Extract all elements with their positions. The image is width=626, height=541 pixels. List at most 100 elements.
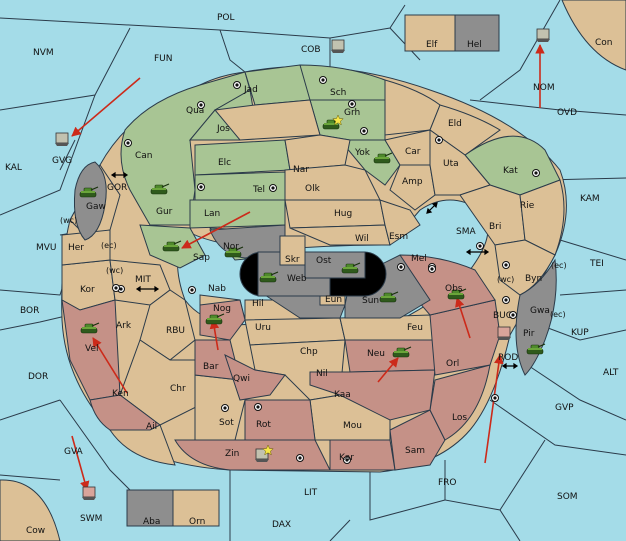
tank-icon[interactable] xyxy=(224,246,244,258)
dot-circle-icon xyxy=(509,311,517,319)
tank-icon[interactable] xyxy=(447,288,467,300)
land-label-orl: Orl xyxy=(446,359,459,369)
dot-circle-icon xyxy=(254,403,262,411)
dot-circle-icon xyxy=(188,286,196,294)
land-label-qua: Qua xyxy=(186,106,204,116)
move-arrow-icon xyxy=(455,297,471,339)
land-label-zin: Zin xyxy=(225,449,239,459)
sea-label-nvm: NVM xyxy=(33,48,54,58)
land-label-aba: Aba xyxy=(143,517,160,527)
move-arrow-icon xyxy=(92,337,128,394)
move-arrow-icon xyxy=(71,77,141,137)
land-label-sam: Sam xyxy=(405,446,425,456)
orn-territory[interactable] xyxy=(172,489,220,527)
sea-label-con: Con xyxy=(595,38,613,48)
convoy-links xyxy=(110,171,519,370)
land-label-bar: Bar xyxy=(203,362,219,372)
land-label-ost: Ost xyxy=(316,256,332,266)
tank-icon[interactable] xyxy=(79,186,99,198)
land-label-wc3: (wc) xyxy=(106,266,123,275)
ship-icon[interactable] xyxy=(82,486,96,500)
dot-circle-icon xyxy=(428,265,436,273)
land-label-skr: Skr xyxy=(285,255,300,265)
land-label-eld: Eld xyxy=(448,119,462,129)
hel-territory[interactable] xyxy=(454,14,500,52)
tank-icon[interactable] xyxy=(392,346,412,358)
tank-icon[interactable] xyxy=(205,313,225,325)
land-label-rot: Rot xyxy=(256,420,271,430)
ship-icon[interactable] xyxy=(55,132,69,146)
ship-icon[interactable] xyxy=(497,326,511,340)
land-label-chp: Chp xyxy=(300,347,318,357)
units xyxy=(55,28,550,500)
dot-circle-icon xyxy=(397,263,405,271)
sea-label-mvu: MVU xyxy=(36,243,57,253)
land-label-pir: Pir xyxy=(523,329,535,339)
ship-icon[interactable] xyxy=(331,39,345,53)
land-label-jad: Jad xyxy=(243,85,258,95)
land-label-hug: Hug xyxy=(334,209,352,219)
sea-label-cob: COB xyxy=(301,45,321,55)
sea-label-ovd: OVD xyxy=(557,108,577,118)
tank-icon[interactable] xyxy=(379,291,399,303)
ship-icon[interactable] xyxy=(536,28,550,42)
double-arrow-icon xyxy=(501,362,519,370)
land-label-sot: Sot xyxy=(219,418,234,428)
land-label-elc: Elc xyxy=(218,158,231,168)
tank-icon[interactable] xyxy=(150,183,170,195)
move-arrow-icon xyxy=(71,435,90,491)
sea-label-dax: DAX xyxy=(272,520,291,530)
sea-label-sma: SMA xyxy=(456,227,476,237)
dot-circle-icon xyxy=(360,127,368,135)
elf-territory[interactable] xyxy=(404,14,456,52)
double-arrow-icon xyxy=(426,202,438,214)
tank-icon[interactable] xyxy=(526,343,546,355)
land-label-can: Can xyxy=(135,151,153,161)
land-label-nar: Nar xyxy=(293,165,309,175)
land-label-ec1: (ec) xyxy=(101,241,117,250)
land-label-ark: Ark xyxy=(116,321,132,331)
dot-circle-icon xyxy=(502,261,510,269)
sea-label-cow: Cow xyxy=(26,526,45,536)
sea-label-nom: NOM xyxy=(533,83,555,93)
land-label-nab: Nab xyxy=(208,284,226,294)
double-arrow-icon xyxy=(465,248,490,256)
dot-circle-icon xyxy=(296,454,304,462)
land-label-orn: Orn xyxy=(189,517,205,527)
ship-icon[interactable] xyxy=(255,448,269,462)
land-label-kat: Kat xyxy=(503,166,518,176)
tank-icon[interactable] xyxy=(259,271,279,283)
land-label-amp: Amp xyxy=(402,177,423,187)
order-arrows xyxy=(71,44,545,491)
sea-label-kup: KUP xyxy=(571,328,589,338)
land-label-neu: Neu xyxy=(367,349,385,359)
land-label-mou: Mou xyxy=(343,421,362,431)
move-arrow-icon xyxy=(484,354,504,464)
tank-icon[interactable] xyxy=(162,240,182,252)
land-label-lan: Lan xyxy=(204,209,220,219)
land-label-jos: Jos xyxy=(216,124,230,134)
land-label-ken: Ken xyxy=(112,389,129,399)
land-label-bri: Bri xyxy=(489,222,501,232)
land-label-ec2: (ec) xyxy=(551,261,567,270)
land-label-web: Web xyxy=(287,274,307,284)
land-label-wil: Wil xyxy=(355,234,369,244)
land-label-uta: Uta xyxy=(443,159,459,169)
sea-label-gor: GOR xyxy=(107,183,127,193)
dot-circle-icon xyxy=(348,100,356,108)
star-icon xyxy=(332,114,344,126)
dot-circle-icon xyxy=(476,242,484,250)
tank-icon[interactable] xyxy=(373,152,393,164)
sea-label-pol: POL xyxy=(217,13,235,23)
dot-circle-icon xyxy=(502,296,510,304)
sea-label-fun: FUN xyxy=(154,54,173,64)
sea-label-fro: FRO xyxy=(438,478,457,488)
land-label-uru: Uru xyxy=(255,323,271,333)
tank-icon[interactable] xyxy=(80,322,100,334)
land-label-eun: Eun xyxy=(325,295,342,305)
dot-circle-icon xyxy=(319,76,327,84)
land-label-her: Her xyxy=(68,243,84,253)
land-label-ail: Ail xyxy=(146,422,157,432)
land-label-hel: Hel xyxy=(467,40,482,50)
tank-icon[interactable] xyxy=(341,262,361,274)
